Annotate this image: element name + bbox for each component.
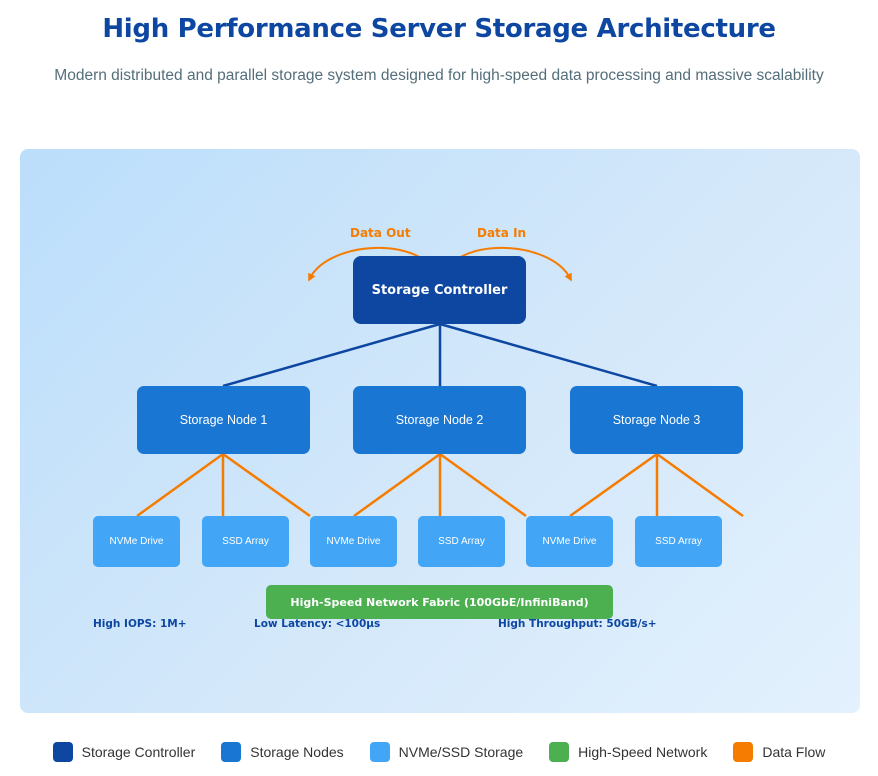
legend-item-data-flow: Data Flow: [733, 742, 825, 762]
legend-swatch: [221, 742, 242, 762]
metric-iops: High IOPS: 1M+: [93, 618, 187, 630]
legend-item-controller: Storage Controller: [52, 742, 196, 762]
legend-swatch: [549, 742, 570, 762]
legend-item-network: High-Speed Network: [549, 742, 707, 762]
legend-item-nodes: Storage Nodes: [221, 742, 344, 762]
storage-node-3: Storage Node 3: [570, 386, 743, 454]
node-2-drive-link: [353, 452, 441, 518]
drive-label: NVMe Drive: [542, 536, 597, 547]
storage-controller-label: Storage Controller: [371, 282, 508, 298]
controller-to-node-1-link: [222, 322, 441, 388]
metric-throughput: High Throughput: 50GB/s+: [498, 618, 657, 630]
legend-item-storage: NVMe/SSD Storage: [369, 742, 524, 762]
nvme-drive-2: NVMe Drive: [310, 516, 397, 567]
ssd-array-3: SSD Array: [635, 516, 722, 567]
node-1-drive-link: [222, 452, 311, 518]
drive-label: SSD Array: [438, 536, 485, 547]
storage-node-label: Storage Node 2: [395, 413, 484, 427]
legend-swatch: [733, 742, 754, 762]
drive-label: NVMe Drive: [326, 536, 381, 547]
data-out-label: Data Out: [350, 226, 411, 240]
node-1-drive-link: [136, 452, 224, 518]
drive-label: SSD Array: [222, 536, 269, 547]
storage-node-1: Storage Node 1: [137, 386, 310, 454]
nvme-drive-1: NVMe Drive: [93, 516, 180, 567]
storage-node-label: Storage Node 3: [612, 413, 701, 427]
storage-node-2: Storage Node 2: [353, 386, 526, 454]
legend-swatch: [52, 742, 73, 762]
network-fabric-label: High-Speed Network Fabric (100GbE/Infini…: [290, 595, 589, 609]
legend-swatch: [369, 742, 390, 762]
legend-label: Data Flow: [762, 744, 826, 760]
node-3-drive-link: [656, 452, 744, 518]
drive-label: SSD Array: [655, 536, 702, 547]
legend-label: Storage Controller: [81, 744, 196, 760]
page-title: High Performance Server Storage Architec…: [102, 14, 776, 44]
page-subtitle: Modern distributed and parallel storage …: [54, 67, 824, 84]
data-in-label: Data In: [477, 226, 527, 240]
node-3-drive-link: [569, 452, 658, 518]
legend-label: Storage Nodes: [250, 744, 344, 760]
legend-label: NVMe/SSD Storage: [398, 744, 524, 760]
node-2-drive-link: [439, 452, 527, 518]
ssd-array-1: SSD Array: [202, 516, 289, 567]
drive-label: NVMe Drive: [109, 536, 164, 547]
legend-label: High-Speed Network: [578, 744, 708, 760]
ssd-array-2: SSD Array: [418, 516, 505, 567]
storage-node-label: Storage Node 1: [179, 413, 268, 427]
nvme-drive-3: NVMe Drive: [526, 516, 613, 567]
controller-to-node-3-link: [439, 322, 658, 388]
legend: Storage Controller Storage Nodes NVMe/SS…: [0, 742, 878, 762]
network-fabric: High-Speed Network Fabric (100GbE/Infini…: [266, 585, 613, 619]
storage-controller: Storage Controller: [353, 256, 526, 324]
metric-latency: Low Latency: <100µs: [254, 618, 381, 630]
